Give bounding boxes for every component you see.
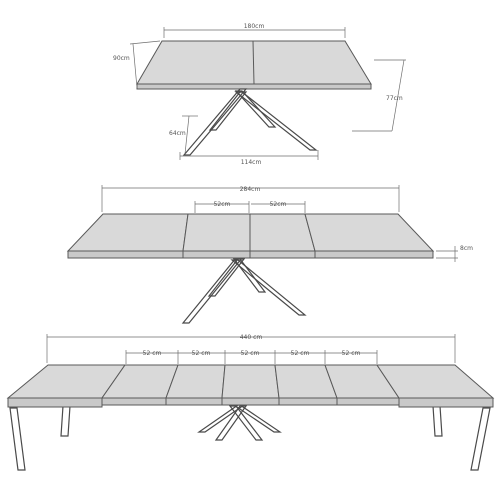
dimension-full-extension-1-label: 52 cm (143, 350, 162, 357)
partial-left-end-top (66, 213, 189, 252)
partial-right-end-front (314, 250, 434, 259)
dimension-partial-extension-2-label: 52cm (270, 201, 287, 208)
full-table-center-legs (197, 404, 282, 441)
partial-table-legs (181, 257, 307, 324)
full-left-end-front (7, 397, 103, 408)
dimension-full-length: 440 cm (46, 334, 456, 363)
dimension-closed-height: 77cm (352, 59, 406, 132)
dimension-closed-leg-span-label: 114cm (241, 159, 262, 166)
partial-extension-leaf-1-front (182, 250, 251, 259)
full-extension-leaf-3-front (221, 397, 280, 406)
dimension-full-extension-4-label: 52 cm (291, 350, 310, 357)
dimension-closed-leg-height: 64cm (169, 115, 198, 155)
dimension-partial-thickness: 8cm (436, 245, 473, 262)
partial-extension-leaf-2 (249, 213, 316, 252)
dimension-partial-extension-1-label: 52cm (214, 201, 231, 208)
closed-table-front-edge (136, 83, 372, 90)
dimension-full-extension-3: 52 cm (224, 350, 275, 364)
dimension-partial-thickness-label: 8cm (460, 245, 473, 252)
dimension-full-length-label: 440 cm (240, 334, 263, 341)
dimension-closed-height-label: 77cm (386, 95, 403, 102)
dimension-partial-length-label: 284cm (240, 186, 261, 193)
dimension-full-extension-2: 52 cm (177, 350, 225, 364)
partial-extension-leaf-1 (182, 213, 251, 252)
full-table-view: 440 cm 52 cm 52 cm 52 cm 52 cm 52 cm (6, 334, 495, 471)
dimension-closed-leg-span: 114cm (179, 150, 319, 166)
dimension-full-extension-4: 52 cm (274, 350, 325, 364)
partial-extension-leaf-2-front (249, 250, 316, 259)
full-extension-leaf-2-front (165, 397, 223, 406)
dimension-closed-length: 180cm (163, 23, 346, 38)
dimension-full-extension-2-label: 52 cm (192, 350, 211, 357)
dimension-full-extension-1: 52 cm (125, 350, 178, 364)
dimension-full-extension-3-label: 52 cm (241, 350, 260, 357)
dimension-closed-leg-height-label: 64cm (169, 130, 186, 137)
partial-right-end-top (304, 213, 435, 252)
dimension-full-extension-5: 52 cm (324, 350, 378, 364)
full-extension-leaf-4-front (278, 397, 338, 406)
dimension-partial-extension-1: 52cm (194, 201, 250, 213)
closed-table-center-seam (252, 40, 255, 85)
dimension-partial-length: 284cm (101, 185, 400, 212)
partial-table-view: 284cm 52cm 52cm 8cm (66, 185, 473, 324)
dimension-closed-length-label: 180cm (244, 23, 265, 30)
full-right-end-front (398, 397, 494, 408)
dimension-partial-extension-2: 52cm (251, 201, 306, 213)
full-extension-leaf-3 (221, 364, 280, 399)
partial-left-end-front (67, 250, 184, 259)
dimension-closed-depth: 90cm (113, 40, 161, 89)
full-extension-leaf-1-front (101, 397, 167, 406)
closed-table-view: 180cm 90cm 77cm 64cm 114cm (113, 23, 406, 166)
dimension-closed-depth-label: 90cm (113, 55, 130, 62)
full-extension-leaf-5-front (336, 397, 400, 406)
closed-table-legs (182, 88, 318, 156)
dimension-full-extension-5-label: 52 cm (342, 350, 361, 357)
